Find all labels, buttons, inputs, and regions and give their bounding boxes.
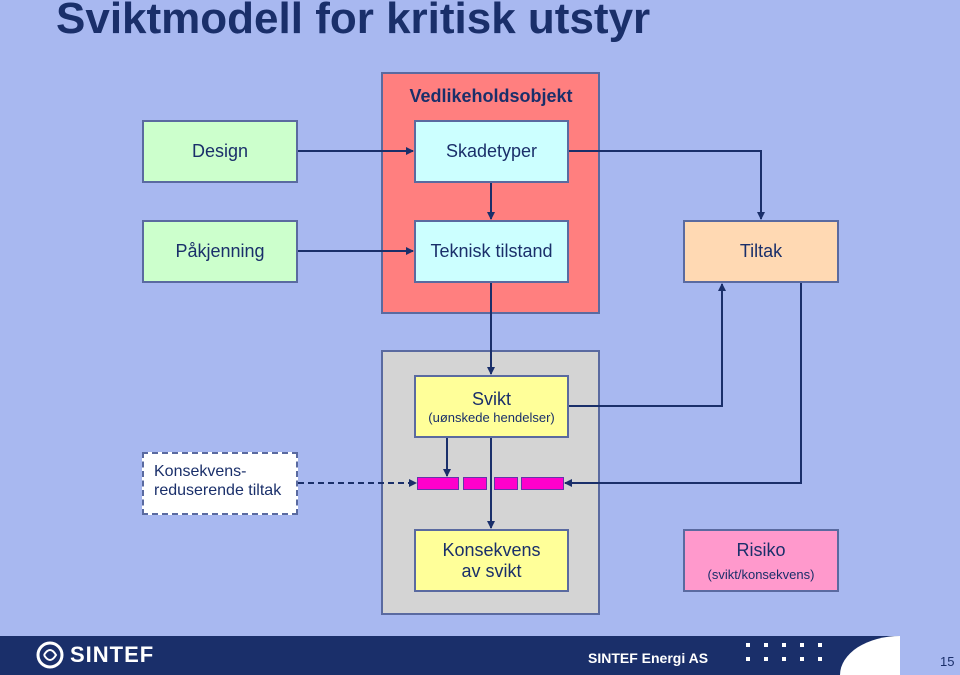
consequence-reducing-label-line1: Konsekvens-	[154, 463, 247, 480]
arrow-skadetyper-to-tiltak	[569, 150, 765, 220]
sintef-logo-icon	[36, 641, 64, 669]
design-box: Design	[142, 120, 298, 183]
consequence-label-line1: Konsekvens	[442, 539, 541, 560]
maintenance-object-title: Vedlikeholdsobjekt	[409, 86, 573, 106]
footer-dot-pattern	[746, 643, 836, 661]
risk-sublabel: (svikt/konsekvens)	[707, 566, 815, 582]
consequence-reducing-label-line2: reduserende tiltak	[154, 482, 282, 499]
footer-bar	[0, 636, 900, 675]
damage-types-label: Skadetyper	[445, 141, 538, 161]
barrier-segment	[463, 477, 487, 490]
consequence-reducing-measures-box: Konsekvens- reduserende tiltak	[142, 452, 298, 515]
barrier-segment	[417, 477, 459, 490]
sintef-logo: SINTEF	[36, 641, 154, 669]
page-number: 15	[940, 654, 955, 669]
load-label: Påkjenning	[175, 241, 265, 261]
consequence-box: Konsekvens av svikt	[414, 529, 569, 592]
barrier-segment	[521, 477, 564, 490]
failure-box: Svikt (uønskede hendelser)	[414, 375, 569, 438]
consequence-label-line2: av svikt	[461, 560, 522, 581]
technical-condition-label: Teknisk tilstand	[430, 241, 553, 261]
sintef-logo-text: SINTEF	[70, 642, 155, 667]
slide-title: Sviktmodell for kritisk utstyr	[56, 0, 651, 43]
risk-box: Risiko (svikt/konsekvens)	[683, 529, 839, 592]
damage-types-box: Skadetyper	[414, 120, 569, 183]
measures-box: Tiltak	[683, 220, 839, 283]
failure-label: Svikt	[471, 388, 511, 409]
design-label: Design	[191, 141, 249, 161]
company-name: SINTEF Energi AS	[588, 650, 709, 666]
measures-label: Tiltak	[739, 241, 783, 261]
load-box: Påkjenning	[142, 220, 298, 283]
barrier-segment	[494, 477, 518, 490]
arrow-tiltak-to-barrier	[564, 283, 802, 487]
risk-label: Risiko	[736, 539, 786, 560]
technical-condition-box: Teknisk tilstand	[414, 220, 569, 283]
failure-sublabel: (uønskede hendelser)	[428, 409, 555, 425]
arrow-svikt-to-tiltak	[569, 283, 726, 407]
